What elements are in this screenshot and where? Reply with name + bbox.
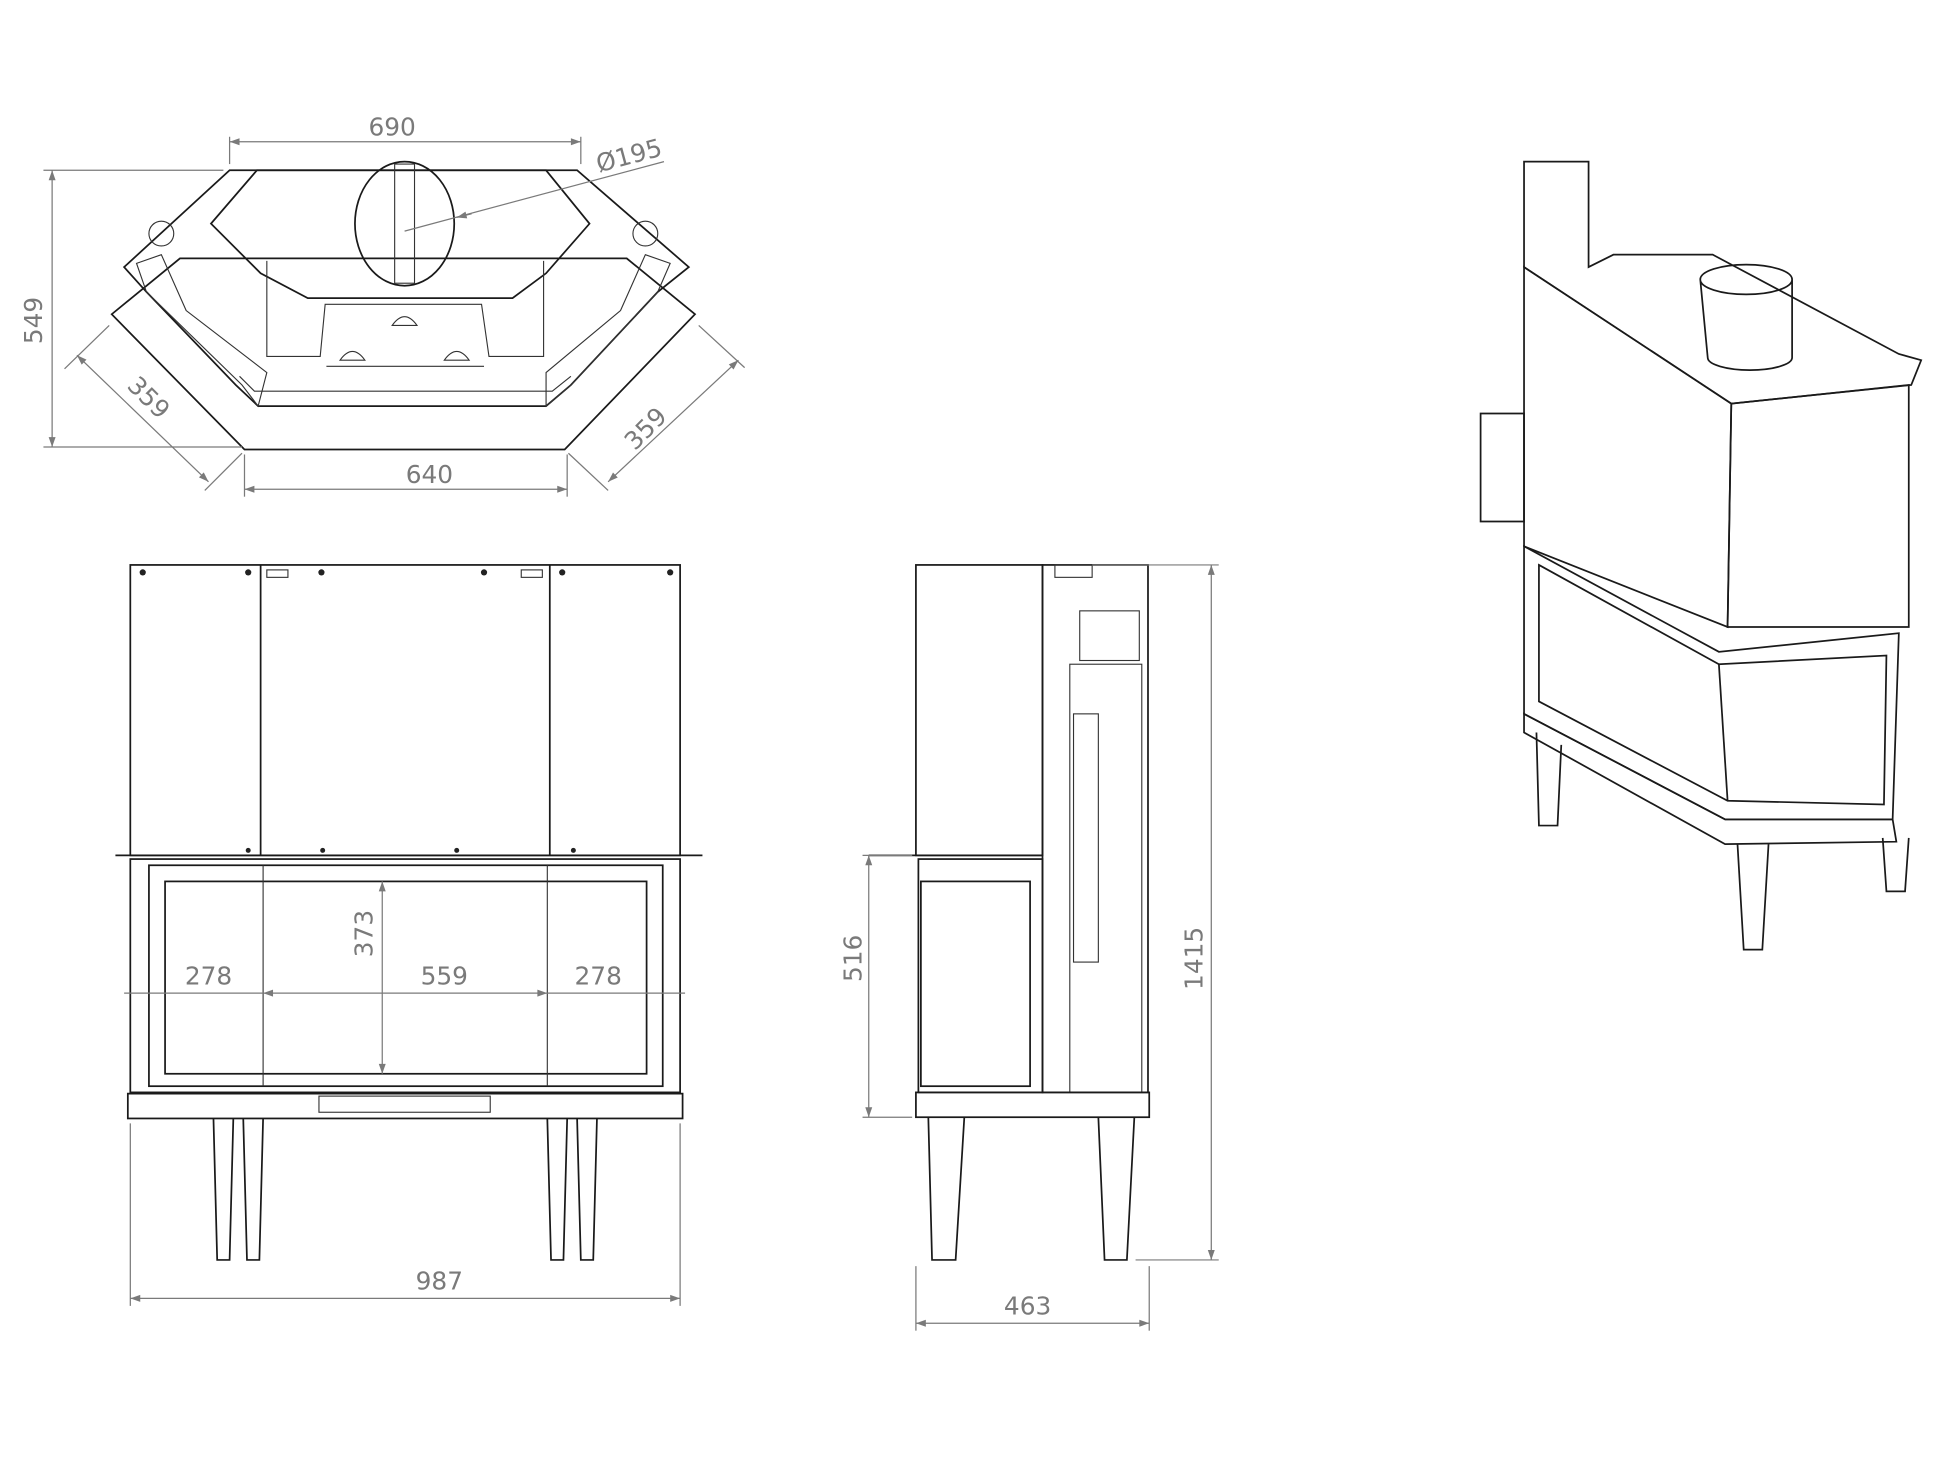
ash-drawer-panel — [126, 1092, 684, 1120]
dim-label-right-section: 278 — [575, 961, 622, 990]
legs — [212, 1118, 598, 1261]
dim-label-overall-height: 1415 — [1180, 927, 1209, 990]
top-plate — [209, 169, 591, 299]
flue-leader — [404, 160, 665, 232]
side-view: 516 1415 463 — [838, 564, 1219, 1331]
glass-door — [164, 880, 648, 1075]
front-view: 278 559 278 373 987 — [115, 564, 703, 1306]
iso-legs — [1535, 732, 1910, 951]
door-handle[interactable] — [318, 1095, 491, 1113]
firebox-frame — [129, 858, 681, 1094]
side-hood — [915, 564, 1044, 857]
flue-opening — [354, 160, 456, 287]
iso-glass — [1538, 563, 1888, 806]
top-view: 690 Ø195 549 359 359 640 — [19, 113, 746, 497]
dim-label-center-section: 559 — [421, 961, 468, 990]
isometric-view — [1479, 160, 1923, 951]
dim-label-side-right: 359 — [619, 402, 673, 456]
dim-label-overall-depth: 463 — [1004, 1292, 1051, 1321]
dim-label-glass-bottom-height: 516 — [838, 935, 867, 982]
right-hinge — [632, 220, 659, 247]
dim-line-359-right — [607, 359, 739, 483]
dim-line-359-left — [76, 354, 209, 483]
iso-flue-collar — [1699, 263, 1793, 371]
dim-label-overall-width: 987 — [416, 1267, 463, 1296]
dim-label-left-section: 278 — [185, 961, 232, 990]
dim-label-side-left: 359 — [122, 371, 176, 425]
dim-label-depth: 549 — [19, 297, 48, 344]
front-hood — [129, 564, 681, 857]
side-legs — [927, 1117, 1136, 1261]
top-frame-outline — [122, 169, 691, 407]
dim-label-glass-height: 373 — [349, 910, 378, 957]
base-plate-outline — [110, 257, 697, 451]
dim-label-bottom-width: 640 — [406, 460, 453, 489]
left-hinge — [148, 220, 175, 247]
dim-label-top-width: 690 — [368, 113, 415, 142]
